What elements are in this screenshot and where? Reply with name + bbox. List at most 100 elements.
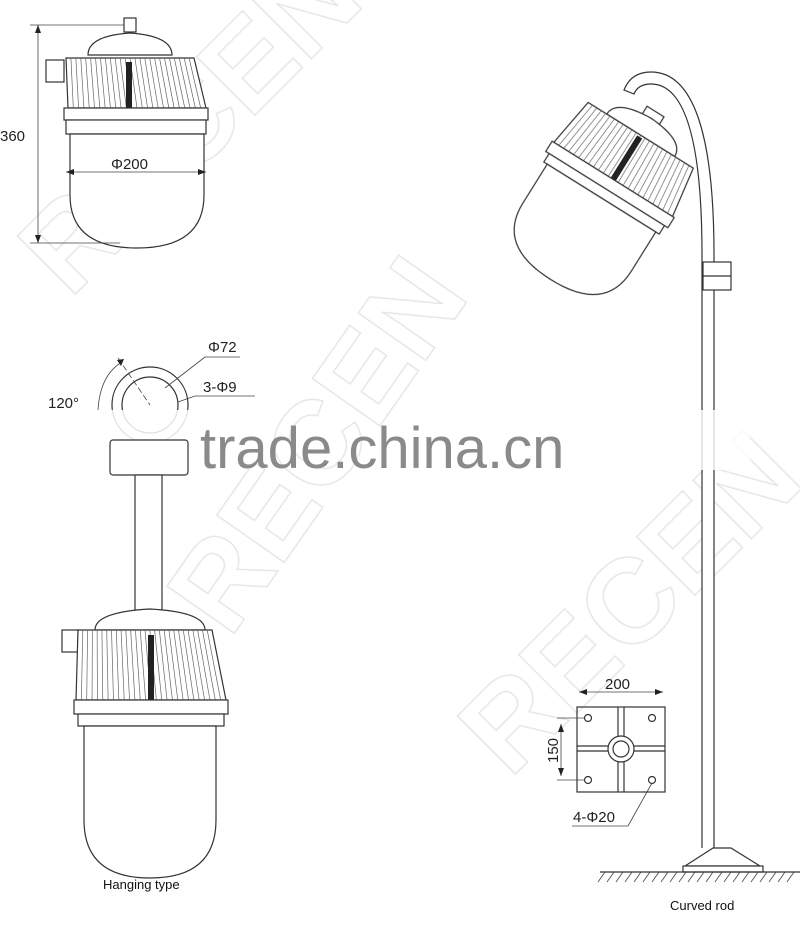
cooling-fin xyxy=(558,104,593,146)
ring-diameter-dimension: Φ72 xyxy=(208,339,237,356)
cooling-fin xyxy=(627,143,655,189)
cooling-fin xyxy=(154,629,163,701)
cooling-fin xyxy=(563,107,598,149)
cooling-fin xyxy=(111,629,114,701)
cooling-fin xyxy=(169,57,180,109)
plate-width-dimension: 200 xyxy=(605,676,630,693)
ground-hatch xyxy=(696,871,705,883)
ground-hatch xyxy=(750,871,759,883)
cooling-fin xyxy=(80,57,85,109)
cooling-fin xyxy=(100,57,106,109)
cooling-fin xyxy=(130,629,136,701)
cooling-fin xyxy=(568,110,602,152)
cooling-fin xyxy=(109,57,117,109)
cooling-fin xyxy=(602,129,633,174)
curved-rod-lamp: 200 150 4-Φ20 Curved rod xyxy=(513,71,800,913)
cooling-fin xyxy=(105,57,111,109)
cooling-fin xyxy=(168,629,179,701)
cooling-fin xyxy=(192,629,205,701)
cooling-fin xyxy=(652,157,677,205)
height-dimension: 360 xyxy=(0,128,25,145)
cooling-fin xyxy=(607,132,637,177)
cooling-fin xyxy=(101,629,104,701)
cooling-fin xyxy=(647,154,672,202)
cooling-fin xyxy=(662,162,685,211)
ground-hatch xyxy=(633,871,642,883)
ground-hatch xyxy=(705,871,714,883)
cooling-fin xyxy=(583,118,615,162)
plate-holes-dimension: 4-Φ20 xyxy=(573,809,615,826)
cooling-fin xyxy=(134,57,143,109)
cooling-fin xyxy=(70,57,74,109)
ground-hatch xyxy=(597,871,606,883)
ground-hatch xyxy=(777,871,786,883)
cooling-fin xyxy=(667,165,690,214)
hanging-lamp: Φ72 3-Φ9 120° Hanging type xyxy=(30,339,255,892)
site-watermark: trade.china.cn xyxy=(200,416,564,481)
cooling-fin xyxy=(622,140,650,186)
cooling-fin xyxy=(206,629,221,701)
cooling-fin xyxy=(588,121,620,165)
cooling-fin xyxy=(642,151,668,199)
cooling-fin xyxy=(197,629,211,701)
ground-hatch xyxy=(624,871,633,883)
ground-hatch xyxy=(723,871,732,883)
cooling-fin xyxy=(637,148,663,196)
cooling-fin xyxy=(106,629,109,701)
cooling-fin xyxy=(95,57,101,109)
cooling-fin xyxy=(202,629,216,701)
ground-hatch xyxy=(651,871,660,883)
cooling-fin xyxy=(173,629,184,701)
cooling-fin xyxy=(182,629,195,701)
cooling-fin xyxy=(125,629,130,701)
ground-hatch xyxy=(678,871,687,883)
ground-hatch xyxy=(606,871,615,883)
cooling-fin xyxy=(178,629,189,701)
cooling-fin xyxy=(164,57,175,109)
ground-hatch xyxy=(669,871,678,883)
ground-hatch xyxy=(642,871,651,883)
cooling-fin xyxy=(617,137,646,183)
cooling-fin xyxy=(119,57,127,109)
cooling-fin xyxy=(657,159,681,208)
cooling-fin xyxy=(183,57,196,109)
cooling-fin xyxy=(593,124,624,168)
ground-hatch xyxy=(741,871,750,883)
plate-height-dimension: 150 xyxy=(545,738,562,763)
cooling-fin xyxy=(120,629,125,701)
cooling-fin xyxy=(86,629,88,701)
cooling-fin xyxy=(598,126,628,171)
cooling-fin xyxy=(75,57,79,109)
cooling-fin xyxy=(135,629,141,701)
cooling-fin xyxy=(139,57,148,109)
ground-hatch xyxy=(687,871,696,883)
cooling-fin xyxy=(149,57,159,109)
blur-band xyxy=(30,410,200,440)
cooling-fin xyxy=(144,57,154,109)
cooling-fin xyxy=(114,57,122,109)
cooling-fin xyxy=(187,629,200,701)
cooling-fin xyxy=(81,629,84,701)
cooling-fin xyxy=(154,57,164,109)
cooling-fin xyxy=(159,629,168,701)
cooling-fin xyxy=(115,629,120,701)
cooling-fin xyxy=(159,57,170,109)
ground-hatch xyxy=(615,871,624,883)
ground-hatch xyxy=(714,871,723,883)
angle-dimension: 120° xyxy=(48,395,79,412)
cooling-fin xyxy=(139,629,146,701)
cooling-fin xyxy=(90,57,95,109)
ground-hatch xyxy=(768,871,777,883)
cooling-fin xyxy=(188,57,202,109)
diameter-dimension: Φ200 xyxy=(111,156,148,173)
hanging-type-caption: Hanging type xyxy=(103,877,180,892)
cooling-fin xyxy=(573,113,606,155)
ground-hatch xyxy=(759,871,768,883)
cooling-fin xyxy=(632,146,659,192)
ground-hatch xyxy=(732,871,741,883)
cooling-fin xyxy=(163,629,173,701)
cooling-fin xyxy=(178,57,191,109)
cooling-fin xyxy=(173,57,186,109)
